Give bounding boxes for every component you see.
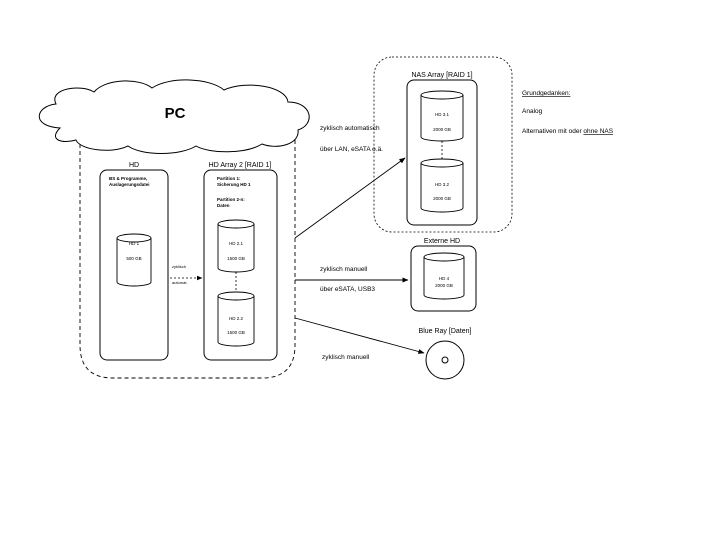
hd-note-line1: BS & Programme, [109, 176, 147, 181]
notes-line2-prefix: Alternativen mit oder [522, 128, 583, 135]
nas-arrow-line1: zyklisch automatisch [320, 125, 380, 132]
ext-arrow-line1: zyklisch manuell [320, 266, 368, 273]
arrow-to-bluray [294, 317, 425, 354]
hd32-name: HD 3.2 [435, 182, 450, 187]
notes-line2: Alternativen mit oder ohne NAS [522, 128, 614, 135]
hd22-name: HD 2.2 [229, 316, 244, 321]
notes-line2-link[interactable]: ohne NAS [583, 128, 613, 135]
hd22-size: 1500 GB [227, 330, 245, 335]
disk-hd4 [423, 252, 465, 300]
bluray-disc-icon [425, 340, 465, 380]
disk-hd21 [217, 219, 255, 273]
hd32-size: 2000 GB [433, 196, 451, 201]
array2-p2-line2: Daten [217, 203, 230, 208]
sync-internal-line1: zyklisch [172, 264, 186, 269]
hd31-name: HD 3.1 [435, 112, 450, 117]
hd4-size: 2000 GB [435, 283, 453, 288]
array2-p2-line1: Partition 2-n: [217, 197, 245, 202]
disk-hd32 [420, 158, 464, 213]
notes-line1: Analog [522, 108, 543, 115]
pc-title: PC [165, 105, 186, 122]
arrow-to-nas [294, 157, 406, 239]
hd1-size: 500 GB [126, 256, 141, 261]
hd21-name: HD 2.1 [229, 241, 244, 246]
hd31-size: 2000 GB [433, 127, 451, 132]
bluray-arrow-line1: zyklisch manuell [322, 354, 370, 361]
notes-heading: Grundgedanken: [522, 90, 571, 97]
ext-arrow-line2: über eSATA, USB3 [320, 286, 375, 293]
array2-p1-line1: Partition 1: [217, 176, 241, 181]
external-label: Externe HD [424, 238, 460, 245]
disk-hd31 [420, 90, 464, 142]
nas-label: NAS Array [RAID 1] [411, 72, 472, 79]
pc-dashed-outline [79, 130, 296, 379]
nas-arrow-line2: über LAN, eSATA o.ä. [320, 146, 383, 153]
array2-label: HD Array 2 [RAID 1] [209, 162, 272, 169]
hd1-name: HD 1 [129, 241, 140, 246]
array2-p1-line2: Sicherung HD 1 [217, 182, 251, 187]
pc-cloud [38, 79, 310, 154]
hd-label: HD [129, 162, 139, 169]
nas-dashed-outline [373, 56, 513, 233]
disk-hd22 [217, 291, 255, 347]
hd4-name: HD 4 [439, 276, 450, 281]
hd21-size: 1500 GB [227, 256, 245, 261]
hd-note-line2: Auslagerungsdatei [109, 182, 150, 187]
sync-internal-line2: automat. [172, 280, 188, 285]
disk-hd1 [116, 233, 152, 287]
bluray-label: Blue Ray [Daten] [419, 328, 472, 335]
